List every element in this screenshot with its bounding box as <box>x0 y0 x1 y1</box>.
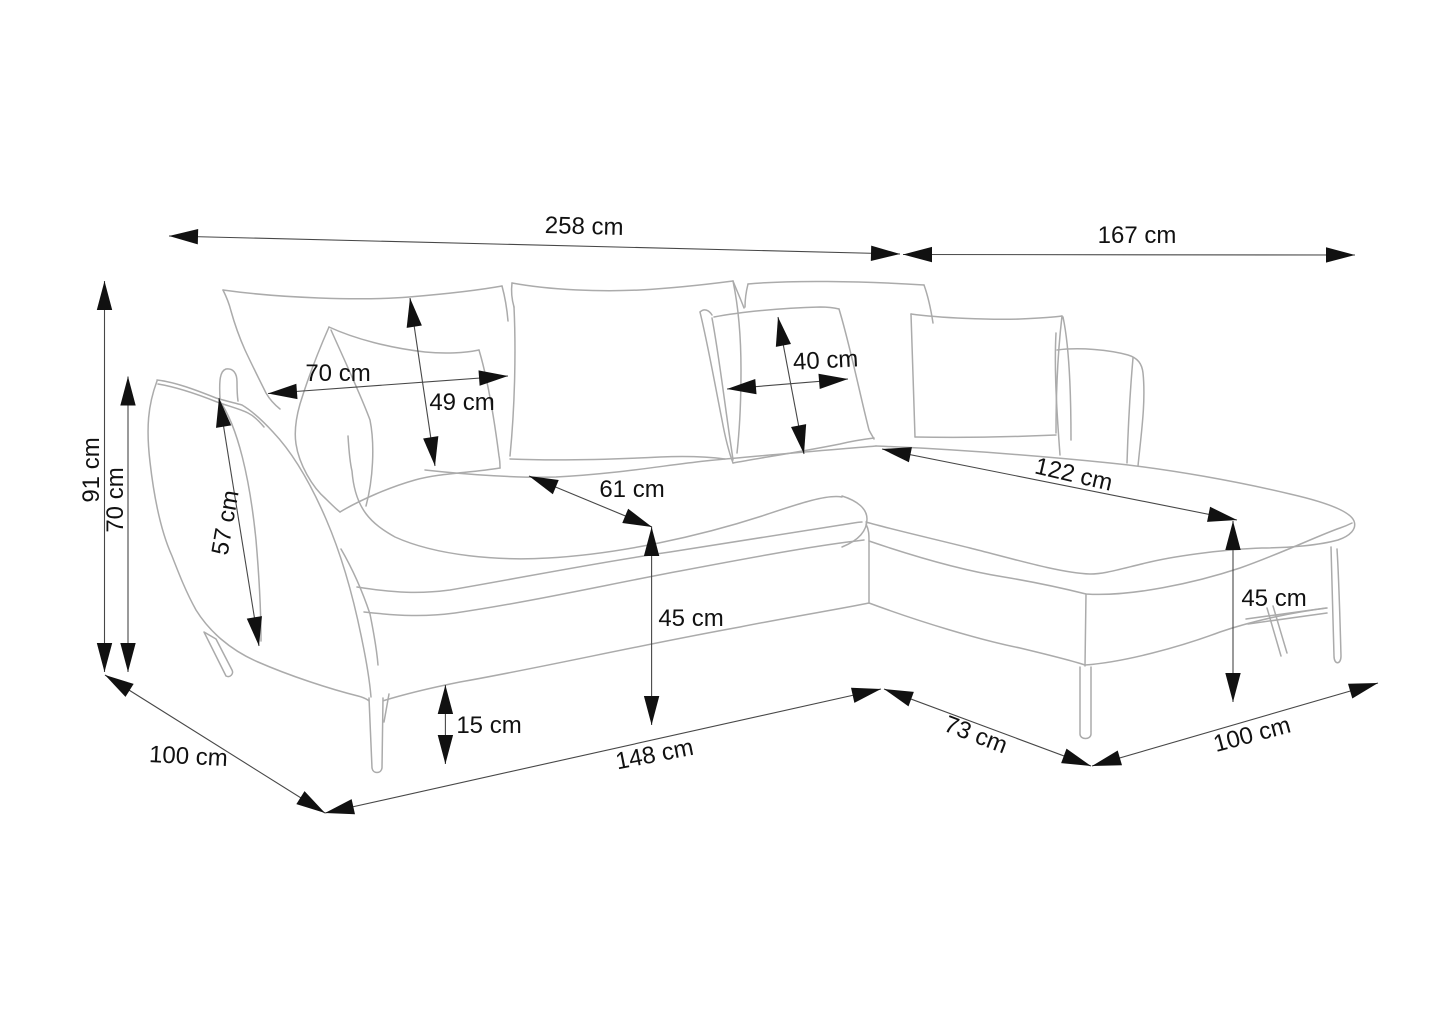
svg-text:40 cm: 40 cm <box>792 345 859 375</box>
svg-text:258 cm: 258 cm <box>545 212 624 241</box>
svg-text:100 cm: 100 cm <box>1211 712 1294 758</box>
svg-text:148 cm: 148 cm <box>613 734 695 776</box>
svg-text:57 cm: 57 cm <box>207 488 245 557</box>
svg-text:73 cm: 73 cm <box>940 711 1011 760</box>
svg-text:49 cm: 49 cm <box>429 389 494 416</box>
svg-text:45 cm: 45 cm <box>658 605 723 632</box>
svg-text:61 cm: 61 cm <box>599 476 664 503</box>
svg-text:91 cm: 91 cm <box>78 437 105 502</box>
svg-text:45 cm: 45 cm <box>1241 585 1306 612</box>
svg-text:167 cm: 167 cm <box>1098 222 1177 249</box>
svg-text:15 cm: 15 cm <box>456 712 521 739</box>
svg-text:70 cm: 70 cm <box>102 467 129 532</box>
svg-text:70 cm: 70 cm <box>305 360 370 387</box>
svg-text:100 cm: 100 cm <box>148 741 228 772</box>
